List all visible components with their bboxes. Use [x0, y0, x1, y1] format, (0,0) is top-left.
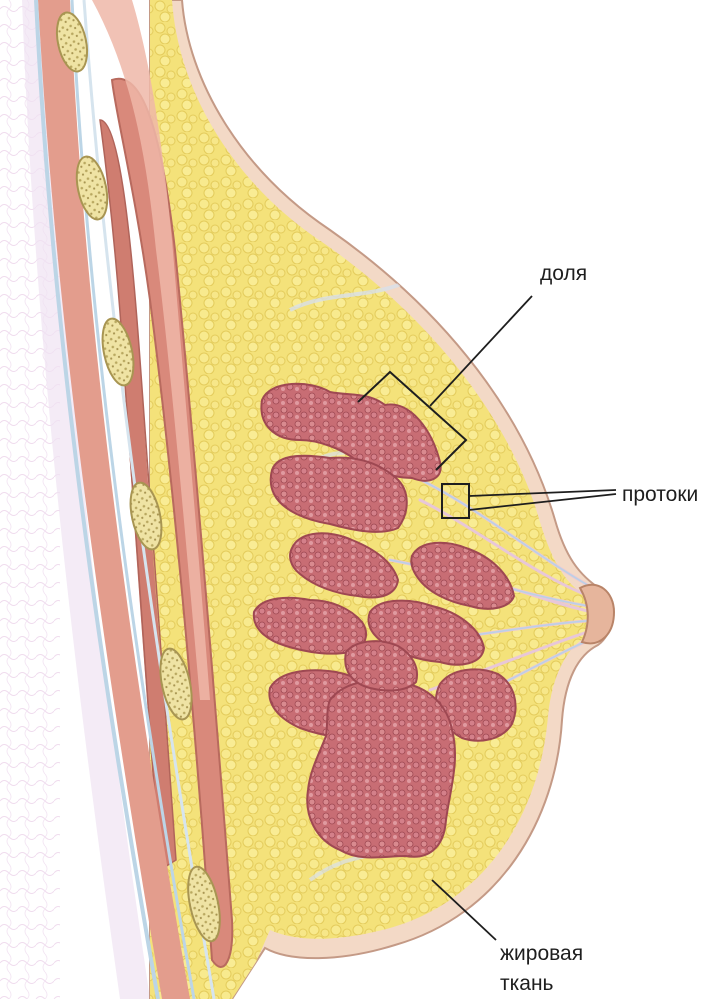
lobule: [307, 680, 455, 857]
ducts-label: протоки: [622, 483, 698, 506]
fat-label-line2: ткань: [500, 972, 554, 995]
fat-label-line1: жировая: [500, 942, 583, 965]
lobe-label: доля: [540, 262, 587, 285]
